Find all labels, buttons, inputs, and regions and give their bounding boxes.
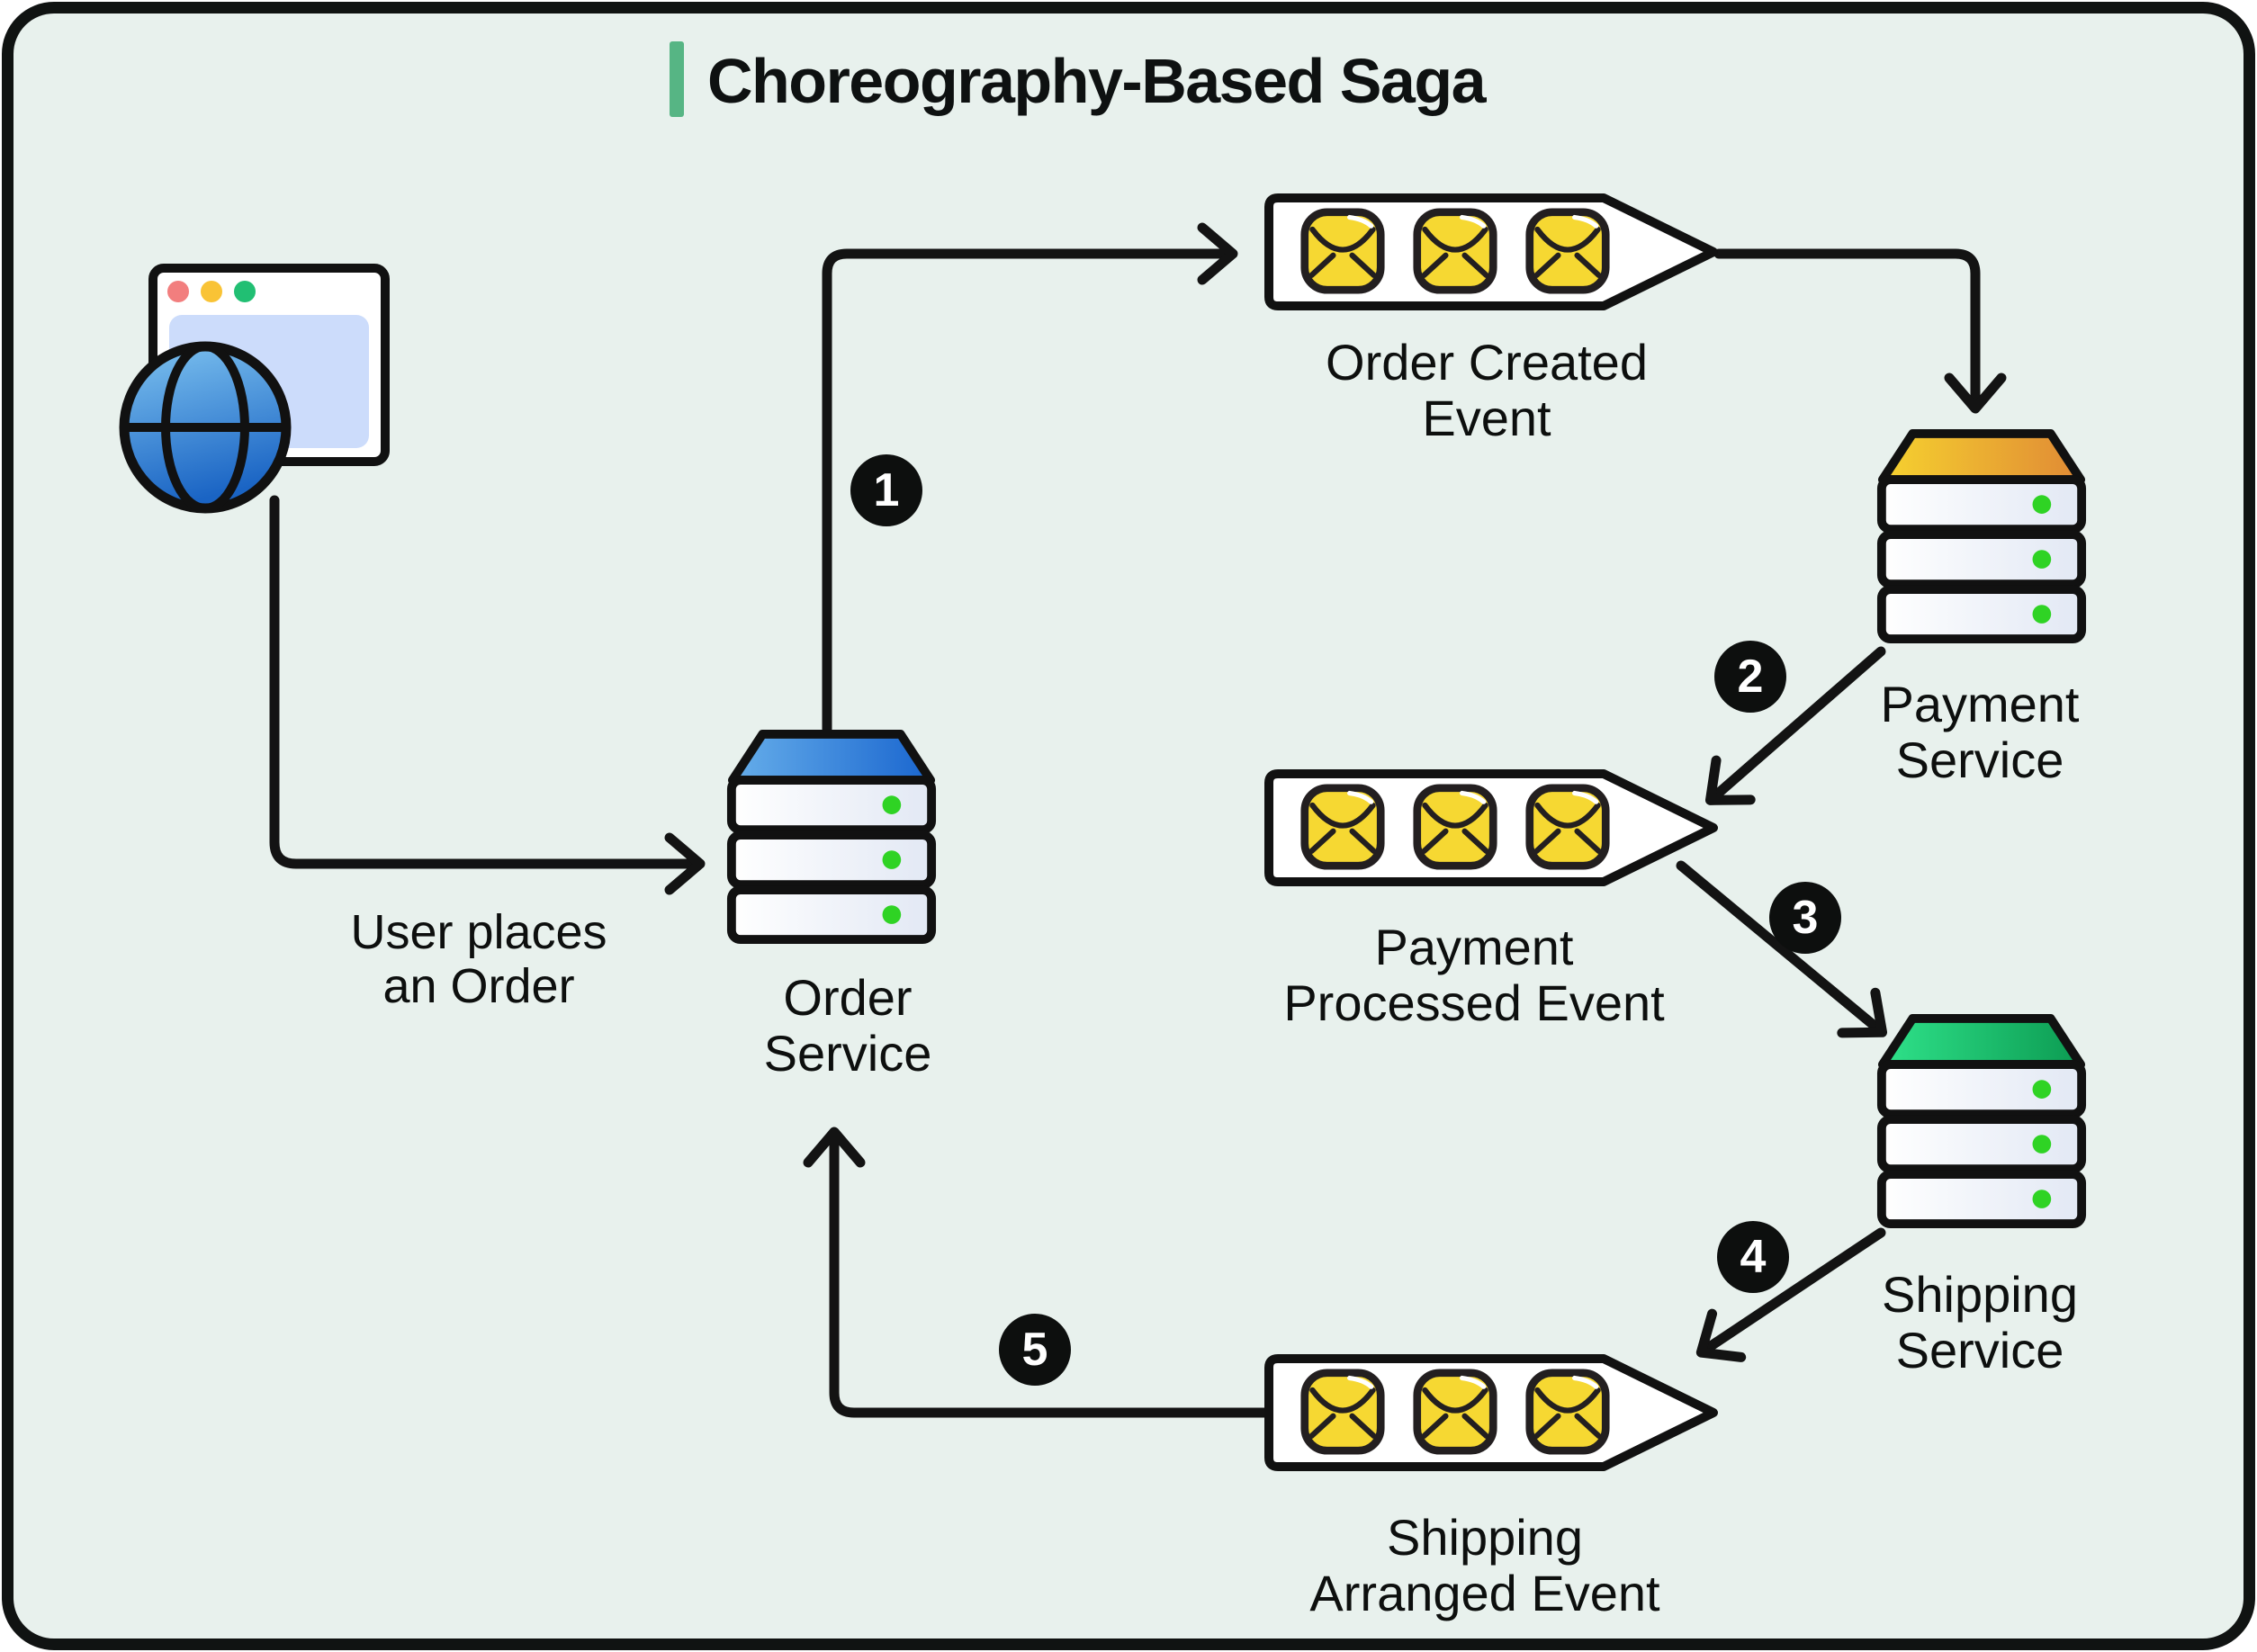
user-caption-line1: User places [350, 905, 607, 959]
message-icon [1305, 1373, 1380, 1450]
payment-processed-label-line2: Processed Event [1283, 974, 1665, 1031]
message-icon [1530, 212, 1605, 290]
order-created-label-line1: Order Created [1326, 334, 1648, 391]
step-badge-5: 5 [999, 1314, 1071, 1386]
payment-processed-label: Payment Processed Event [1283, 920, 1664, 1031]
order-service-label-line1: Order [783, 969, 913, 1026]
order-service-label: Order Service [764, 970, 932, 1082]
step-badge-2: 2 [1714, 641, 1786, 713]
order-service-label-line2: Service [763, 1025, 932, 1082]
connector-payment-service-to-payment-processed [1704, 646, 1886, 805]
step-badge-4: 4 [1717, 1221, 1789, 1293]
message-icon [1530, 788, 1605, 866]
globe-icon [119, 341, 292, 514]
browser-dot-red [167, 281, 189, 302]
browser-dot-yellow [201, 281, 222, 302]
shipping-service-label-line2: Service [1895, 1322, 2064, 1378]
payment-processed-queue [1264, 769, 1718, 886]
user-browser-icon [119, 264, 390, 514]
shipping-arranged-queue [1264, 1354, 1718, 1471]
order-created-label: Order Created Event [1326, 335, 1648, 446]
connector-order-created-to-payment-service [1713, 248, 2007, 414]
payment-service-label-line2: Service [1895, 732, 2064, 788]
title-accent-bar [670, 41, 684, 117]
step-badge-3: 3 [1769, 882, 1841, 954]
connector-shipping-service-to-shipping-arranged [1695, 1227, 1886, 1362]
connector-user-to-order-service [269, 495, 706, 895]
shipping-service-label: Shipping Service [1882, 1267, 2078, 1378]
message-icon [1417, 212, 1493, 290]
shipping-arranged-label-line2: Arranged Event [1309, 1565, 1660, 1621]
browser-dot-green [234, 281, 256, 302]
message-icon [1417, 1373, 1493, 1450]
shipping-service-label-line1: Shipping [1882, 1266, 2078, 1323]
payment-service-label-line1: Payment [1880, 676, 2080, 732]
order-created-queue [1264, 193, 1718, 310]
connector-payment-processed-to-shipping-service [1676, 860, 1888, 1038]
page-title: Choreography-Based Saga [707, 46, 1487, 116]
user-caption: User places an Order [350, 905, 607, 1013]
message-icon [1530, 1373, 1605, 1450]
connector-order-service-to-order-created [822, 222, 1238, 734]
message-icon [1417, 788, 1493, 866]
message-icon [1305, 788, 1380, 866]
order-created-label-line2: Event [1422, 390, 1551, 446]
payment-service-label: Payment Service [1881, 677, 2080, 788]
connector-shipping-arranged-to-order-service [803, 1127, 1274, 1418]
payment-service-node [1876, 429, 2087, 644]
shipping-arranged-label: Shipping Arranged Event [1309, 1510, 1659, 1621]
order-service-node [726, 730, 937, 945]
shipping-service-node [1876, 1014, 2087, 1229]
step-badge-1: 1 [850, 454, 922, 526]
payment-processed-label-line1: Payment [1374, 919, 1574, 975]
message-icon [1305, 212, 1380, 290]
user-caption-line2: an Order [382, 959, 575, 1013]
shipping-arranged-label-line1: Shipping [1387, 1509, 1583, 1566]
